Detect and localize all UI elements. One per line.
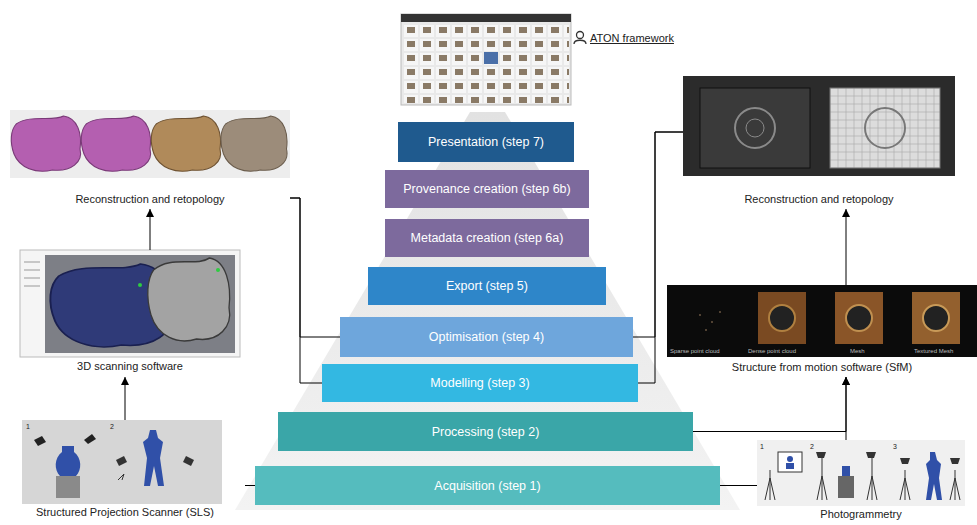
- step-band: Metadata creation (step 6a): [385, 219, 589, 257]
- callout-label: 1: [760, 443, 764, 450]
- connector-line: [693, 377, 846, 432]
- panel-caption: Structure from motion software (SfM): [732, 361, 912, 374]
- step-band: Optimisation (step 4): [340, 317, 633, 357]
- connector-line: [290, 198, 340, 337]
- callout-label: 1: [26, 423, 30, 430]
- callout-label: 2: [110, 423, 114, 430]
- connector-line: [720, 485, 757, 486]
- step-band: Provenance creation (step 6b): [385, 170, 589, 208]
- image-panel: Reconstruction and retopology: [10, 110, 290, 206]
- step-label: Acquisition (step 1): [434, 479, 540, 493]
- connector-line: [633, 132, 683, 337]
- callout-label: Sparse point cloud: [670, 348, 720, 354]
- framework-panel: ATON framework: [401, 14, 571, 105]
- step-band: Acquisition (step 1): [255, 466, 720, 505]
- step-label: Provenance creation (step 6b): [403, 182, 570, 196]
- step-label: Optimisation (step 4): [429, 330, 544, 344]
- panel-caption: 3D scanning software: [77, 360, 183, 373]
- step-label: Presentation (step 7): [428, 135, 544, 149]
- panel-caption: ATON framework: [590, 32, 674, 45]
- connector-line: [290, 198, 322, 383]
- callout-label: Dense point cloud: [748, 348, 796, 354]
- panel-caption: Reconstruction and retopology: [744, 193, 893, 206]
- panel-caption: Structured Projection Scanner (SLS): [36, 506, 214, 519]
- aton-icon: [574, 32, 586, 45]
- image-panel: 3D scanning software: [20, 250, 240, 373]
- step-band: Export (step 5): [368, 267, 606, 305]
- callout-label: Textured Mesh: [914, 348, 953, 354]
- connector-line: [245, 485, 255, 486]
- panel-caption: Reconstruction and retopology: [75, 193, 224, 206]
- image-panel: Reconstruction and retopology: [683, 76, 955, 206]
- step-label: Metadata creation (step 6a): [411, 231, 564, 245]
- connector-line: [638, 132, 683, 383]
- callout-label: 3: [893, 443, 897, 450]
- callout-label: Mesh: [850, 348, 865, 354]
- reconstruction-renders: [10, 110, 290, 178]
- step-label: Export (step 5): [446, 279, 528, 293]
- step-label: Processing (step 2): [432, 425, 540, 439]
- pyramid-ground: [235, 112, 740, 510]
- image-panel: Structure from motion software (SfM): [667, 285, 977, 374]
- connector-line: [150, 209, 151, 250]
- structured-light-scanner: [22, 420, 222, 504]
- panel-caption: Photogrammetry: [820, 508, 901, 521]
- photogrammetry-setups: [757, 440, 965, 506]
- step-band: Modelling (step 3): [322, 364, 638, 402]
- scanning-software-screenshot: [20, 250, 240, 357]
- step-label: Modelling (step 3): [430, 376, 529, 390]
- step-band: Processing (step 2): [278, 412, 693, 451]
- step-band: Presentation (step 7): [398, 122, 574, 162]
- aton-screenshot: [401, 14, 571, 105]
- retopology-renders: [683, 76, 955, 176]
- callout-label: 2: [810, 443, 814, 450]
- image-panel: Photogrammetry: [757, 440, 965, 521]
- connector-line: [846, 209, 847, 285]
- connector-line: [125, 377, 126, 420]
- image-panel: Structured Projection Scanner (SLS): [5, 420, 245, 519]
- sfm-screenshot: [667, 285, 977, 357]
